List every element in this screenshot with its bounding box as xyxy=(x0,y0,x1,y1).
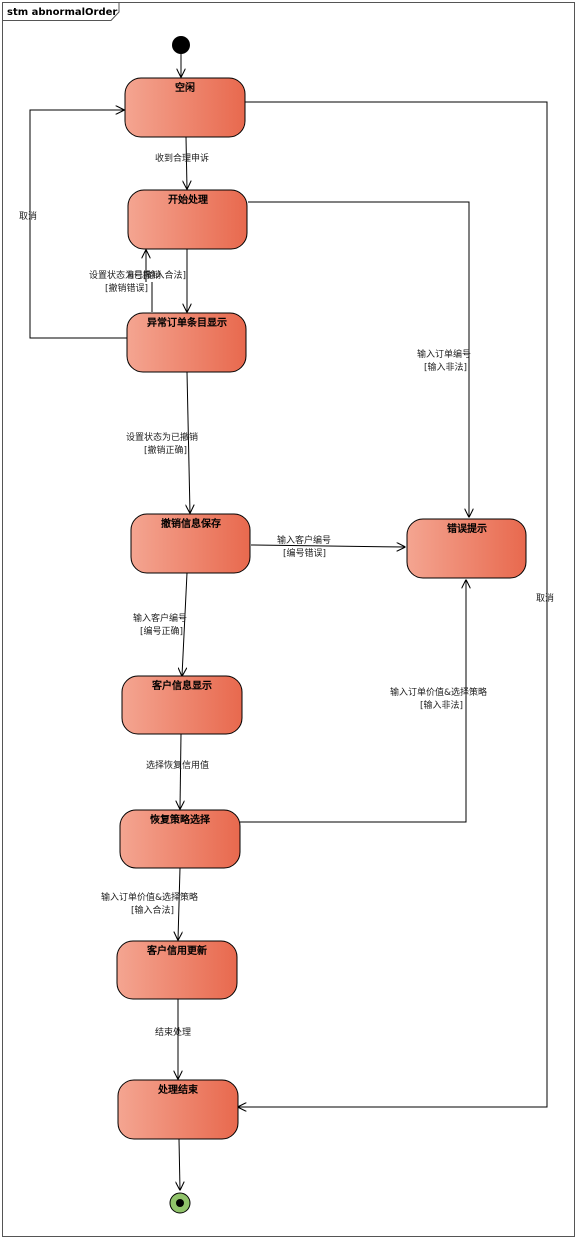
label-number-correct: [编号正确] xyxy=(140,625,183,637)
state-idle: 空闲 xyxy=(124,77,246,138)
label-set-state-revoked-2: 设置状态为已撤销 xyxy=(126,431,198,443)
edge-recovery-to-error xyxy=(240,580,466,823)
svg-text:恢复策略选择: 恢复策略选择 xyxy=(150,813,211,826)
state-credit-update: 客户信用更新 xyxy=(116,940,238,1000)
label-illegal-guard-2: [输入非法] xyxy=(420,699,463,711)
svg-text:错误提示: 错误提示 xyxy=(447,522,487,535)
label-input-value-strategy-illegal: 输入订单价值&选择策略 xyxy=(390,686,487,698)
edge-end-to-final xyxy=(179,1138,180,1190)
edge-abnormal-to-revoke xyxy=(187,371,190,513)
edge-idle-to-start xyxy=(186,136,187,189)
label-set-state-revoked: 设置状态为已撤销 xyxy=(89,269,161,281)
label-receive-appeal: 收到合理申诉 xyxy=(155,152,209,164)
edge-start-to-error xyxy=(248,201,469,517)
frame-tab xyxy=(2,2,120,21)
edge-revoke-to-customer xyxy=(182,572,188,676)
label-cancel-left: 取消 xyxy=(19,210,37,222)
state-customer-info: 客户信息显示 xyxy=(121,675,243,735)
frame-title: stm abnormalOrder xyxy=(7,7,117,18)
label-number-error: [编号错误] xyxy=(283,547,326,559)
state-abnormal-list: 异常订单条目显示 xyxy=(126,312,247,373)
edge-idle-cancel-to-end xyxy=(238,101,548,1107)
label-illegal-guard-1: [输入非法] xyxy=(424,361,467,373)
label-revoke-error: [撤销错误] xyxy=(105,282,148,294)
label-input-value-strategy-legal: 输入订单价值&选择策略 xyxy=(101,891,198,903)
transition-lines xyxy=(29,54,548,1190)
svg-text:撤销信息保存: 撤销信息保存 xyxy=(161,517,221,530)
transition-labels: 收到合理申诉 取消 输入订单编号 [输入合法] 设置状态为已撤销 [撤销错误] 输… xyxy=(19,152,554,1038)
edge-recovery-to-credit xyxy=(178,867,180,940)
label-cancel-right: 取消 xyxy=(536,592,554,604)
edge-abnormal-cancel-to-idle xyxy=(29,110,128,339)
initial-node xyxy=(172,36,190,54)
label-legal-guard: [输入合法] xyxy=(131,904,174,916)
state-start-processing: 开始处理 xyxy=(127,189,248,250)
edge-revoke-to-error xyxy=(250,545,405,547)
svg-text:客户信息显示: 客户信息显示 xyxy=(151,679,212,692)
label-input-customer-no-2: 输入客户编号 xyxy=(133,612,187,624)
state-error-prompt: 错误提示 xyxy=(406,518,527,579)
svg-text:异常订单条目显示: 异常订单条目显示 xyxy=(147,316,227,329)
label-select-recovery: 选择恢复信用值 xyxy=(146,759,209,771)
label-input-order-illegal: 输入订单编号 xyxy=(417,348,471,360)
edge-abnormal-to-start xyxy=(146,250,152,312)
label-end-processing: 结束处理 xyxy=(155,1026,191,1038)
label-input-customer-no: 输入客户编号 xyxy=(277,534,331,546)
label-revoke-correct: [撤销正确] xyxy=(144,444,187,456)
edge-customer-to-recovery xyxy=(180,733,181,809)
state-processing-end: 处理结束 xyxy=(117,1079,239,1140)
svg-text:客户信用更新: 客户信用更新 xyxy=(146,944,207,957)
svg-text:空闲: 空闲 xyxy=(175,81,195,94)
state-recovery-select: 恢复策略选择 xyxy=(119,809,241,869)
final-node xyxy=(169,1192,191,1214)
svg-text:处理结束: 处理结束 xyxy=(157,1083,199,1096)
state-revoke-saved: 撤销信息保存 xyxy=(130,513,251,574)
svg-text:开始处理: 开始处理 xyxy=(168,193,208,206)
